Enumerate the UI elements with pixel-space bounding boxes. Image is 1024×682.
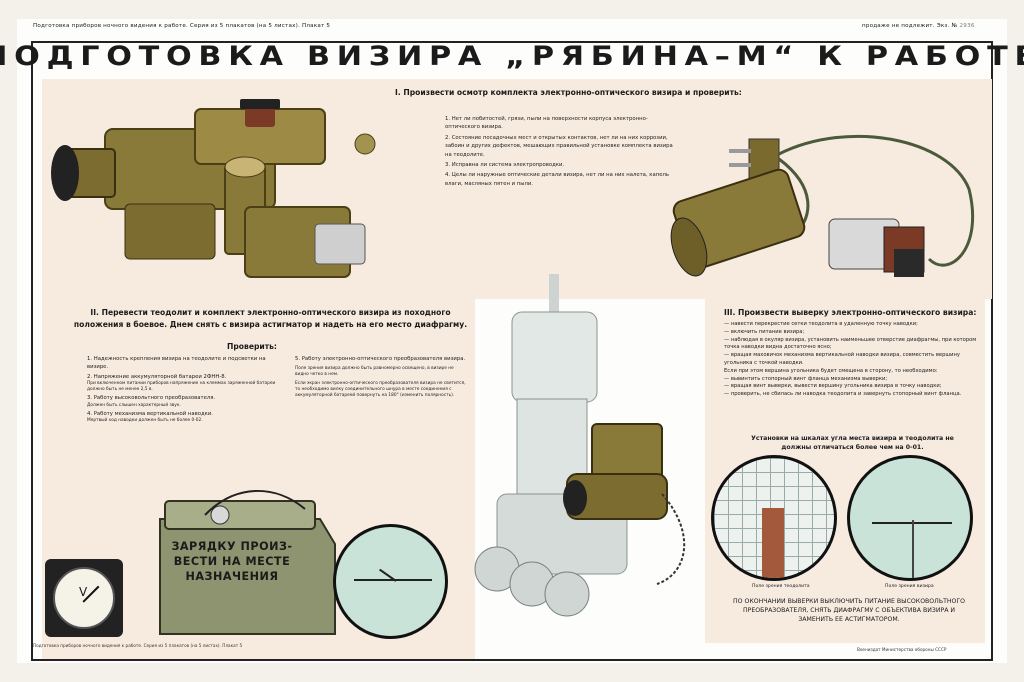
section-3-heading: III. Произвести выверку электронно-оптич… xyxy=(724,308,977,317)
scale-note: Установки на шкалах угла места визира и … xyxy=(751,435,954,451)
visor-device-illustration xyxy=(51,99,376,278)
list-note: Должен быть слышен характерный звук. xyxy=(87,402,181,408)
list-item: — вращая винт выверки, вывести вершину у… xyxy=(724,383,942,390)
section-1-list: 1. Нет ли побитостей, грязи, пыли на пов… xyxy=(445,115,677,190)
visor-alignment-reticle xyxy=(847,455,973,581)
header-right-meta: продаже не подлежит. Экз. № 2936 xyxy=(862,23,975,29)
list-item: Если при этом вершина угольника будет см… xyxy=(724,367,938,374)
voltmeter-symbol: V xyxy=(79,585,88,599)
theodolite-field-reticle xyxy=(711,455,837,581)
voltmeter-icon: V xyxy=(45,559,123,637)
section-2-right-list: 5. Работу электронно-оптического преобра… xyxy=(295,355,467,399)
header-left-meta: Подготовка приборов ночного видения к ра… xyxy=(33,23,331,29)
check-heading: Проверить: xyxy=(227,342,277,351)
list-item: 1. Надежность крепления визира на теодол… xyxy=(87,356,266,371)
list-item: 5. Работу электронно-оптического преобра… xyxy=(295,356,466,362)
caption-theodolite-field: Поле зрения теодолита xyxy=(752,584,810,589)
list-item: — включить питание визира; xyxy=(724,328,805,335)
section-3-list: — навести перекрестие сетки теодолита в … xyxy=(724,321,979,399)
list-item: 4. Работу механизма вертикальной наводки… xyxy=(87,410,213,417)
footer-right: Воениздат Министерства обороны СССР xyxy=(857,647,947,652)
copy-number: 2936 xyxy=(959,23,975,29)
power-cable-illustration xyxy=(670,135,975,277)
footer-left: Подготовка приборов ночного видения к ра… xyxy=(33,643,243,648)
list-note: Если экран электронно-оптического преобр… xyxy=(295,381,466,399)
list-item: 2. Состояние посадочных мест и открытых … xyxy=(445,134,673,158)
list-item: — навести перекрестие сетки теодолита в … xyxy=(724,321,918,327)
theodolite-illustration xyxy=(474,274,686,617)
list-item: 3. Работу высоковольтного преобразовател… xyxy=(87,395,216,402)
list-item: 4. Целы ли наружные оптические детали ви… xyxy=(445,172,669,187)
list-item: 3. Исправна ли система электропроводки. xyxy=(445,162,565,169)
chimney-tower xyxy=(762,508,784,578)
section-2-left-list: 1. Надежность крепления визира на теодол… xyxy=(87,355,277,424)
section-2-heading: II. Перевести теодолит и комплект электр… xyxy=(73,308,468,329)
list-item: 2. Напряжение аккумуляторной батареи 2ФН… xyxy=(87,373,227,380)
list-item: — вращая маховичок механизма вертикально… xyxy=(724,352,960,366)
section-1-heading: I. Произвести осмотр комплекта электронн… xyxy=(395,88,742,97)
visor-field-reticle xyxy=(333,524,448,639)
poster-sheet: Подготовка приборов ночного видения к ра… xyxy=(0,19,1024,663)
list-note: При включенном питании приборов напряжен… xyxy=(87,381,276,393)
battery-illustration xyxy=(159,490,336,635)
caption-visor-field: Поле зрения визира xyxy=(885,584,934,589)
list-item: — наблюдая в окуляр визира, установить н… xyxy=(724,336,977,351)
list-item: 1. Нет ли побитостей, грязи, пыли на пов… xyxy=(445,116,648,131)
battery-label: ЗАРЯДКУ ПРОИЗ-ВЕСТИ НА МЕСТЕ НАЗНАЧЕНИЯ xyxy=(171,540,293,583)
poster-frame xyxy=(31,41,993,661)
list-note: Мертвый ход наводки должен быть не более… xyxy=(87,418,203,424)
poster-title: ПОДГОТОВКА ВИЗИРА „РЯБИНА–М“ К РАБОТЕ xyxy=(0,41,1024,72)
final-note: ПО ОКОНЧАНИИ ВЫВЕРКИ ВЫКЛЮЧИТЬ ПИТАНИЕ В… xyxy=(732,598,966,623)
list-item: — проверить, не сбилась ли наводка теодо… xyxy=(724,391,962,398)
list-note: Поле зрения визира должно быть равномерн… xyxy=(295,366,454,378)
list-item: — вывинтить стопорный винт фланца механи… xyxy=(724,375,888,382)
